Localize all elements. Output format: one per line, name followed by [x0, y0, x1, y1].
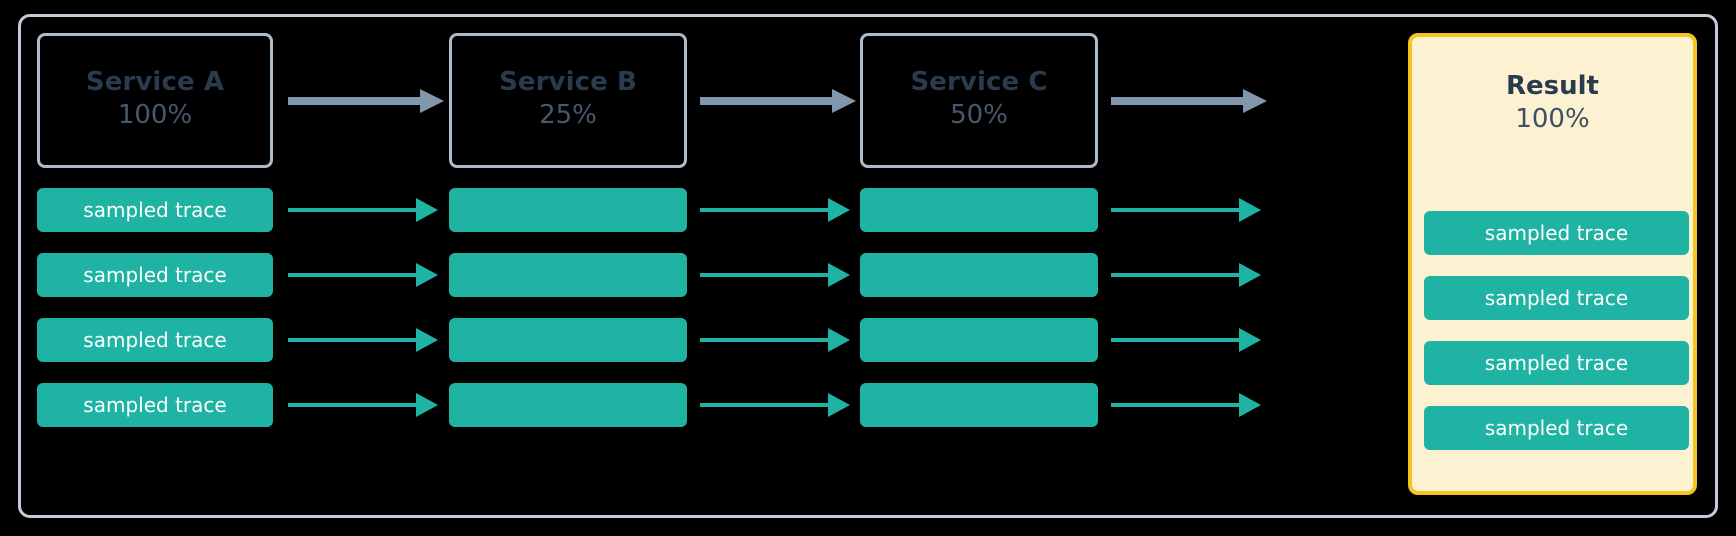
trace-bar-label: sampled trace [1484, 351, 1629, 375]
trace-arrow-icon [1111, 261, 1261, 291]
service-percent-label: 25% [539, 99, 597, 130]
service-percent-label: 50% [950, 99, 1008, 130]
result-header: Result 100% [1412, 37, 1693, 172]
trace-bar[interactable]: sampled trace [37, 188, 273, 232]
trace-arrow-icon [1111, 196, 1261, 226]
service-box-service-a[interactable]: Service A 100% [37, 33, 273, 168]
trace-arrow-icon [700, 261, 850, 291]
trace-bar[interactable]: sampled trace [1424, 341, 1689, 385]
trace-arrow-icon [700, 391, 850, 421]
diagram-outer-frame [18, 14, 1718, 518]
trace-arrow-icon [1111, 326, 1261, 356]
trace-bar-label: sampled trace [83, 198, 227, 222]
header-arrow-icon [1111, 86, 1267, 116]
trace-bar-label: sampled trace [83, 328, 227, 352]
service-box-service-c[interactable]: Service C 50% [860, 33, 1098, 168]
trace-arrow-icon [700, 326, 850, 356]
trace-bar[interactable]: sampled trace [1424, 406, 1689, 450]
trace-arrow-icon [288, 391, 438, 421]
service-name-label: Service B [499, 67, 637, 97]
trace-bar-label: sampled trace [1484, 416, 1629, 440]
trace-bar[interactable] [449, 383, 687, 427]
service-name-label: Service A [85, 67, 225, 97]
result-name-label: Result [1506, 71, 1599, 101]
trace-bar[interactable]: sampled trace [1424, 276, 1689, 320]
trace-bar[interactable] [449, 253, 687, 297]
service-box-service-b[interactable]: Service B 25% [449, 33, 687, 168]
trace-bar[interactable] [860, 383, 1098, 427]
trace-bar-label: sampled trace [83, 263, 227, 287]
header-arrow-icon [288, 86, 444, 116]
trace-bar[interactable] [860, 318, 1098, 362]
result-panel[interactable]: Result 100% sampled trace sampled trace … [1408, 33, 1697, 495]
result-percent-label: 100% [1515, 103, 1590, 134]
trace-bar[interactable] [449, 318, 687, 362]
trace-arrow-icon [700, 196, 850, 226]
trace-bar[interactable] [449, 188, 687, 232]
trace-arrow-icon [288, 326, 438, 356]
service-name-label: Service C [910, 67, 1048, 97]
trace-arrow-icon [1111, 391, 1261, 421]
trace-bar-label: sampled trace [83, 393, 227, 417]
trace-bar[interactable] [860, 253, 1098, 297]
trace-bar[interactable]: sampled trace [37, 383, 273, 427]
service-percent-label: 100% [117, 99, 193, 130]
trace-bar[interactable]: sampled trace [37, 318, 273, 362]
trace-arrow-icon [288, 196, 438, 226]
trace-bar-label: sampled trace [1484, 286, 1629, 310]
trace-bar[interactable]: sampled trace [37, 253, 273, 297]
trace-bar[interactable]: sampled trace [1424, 211, 1689, 255]
trace-bar-label: sampled trace [1484, 221, 1629, 245]
header-arrow-icon [700, 86, 856, 116]
trace-arrow-icon [288, 261, 438, 291]
trace-bar[interactable] [860, 188, 1098, 232]
